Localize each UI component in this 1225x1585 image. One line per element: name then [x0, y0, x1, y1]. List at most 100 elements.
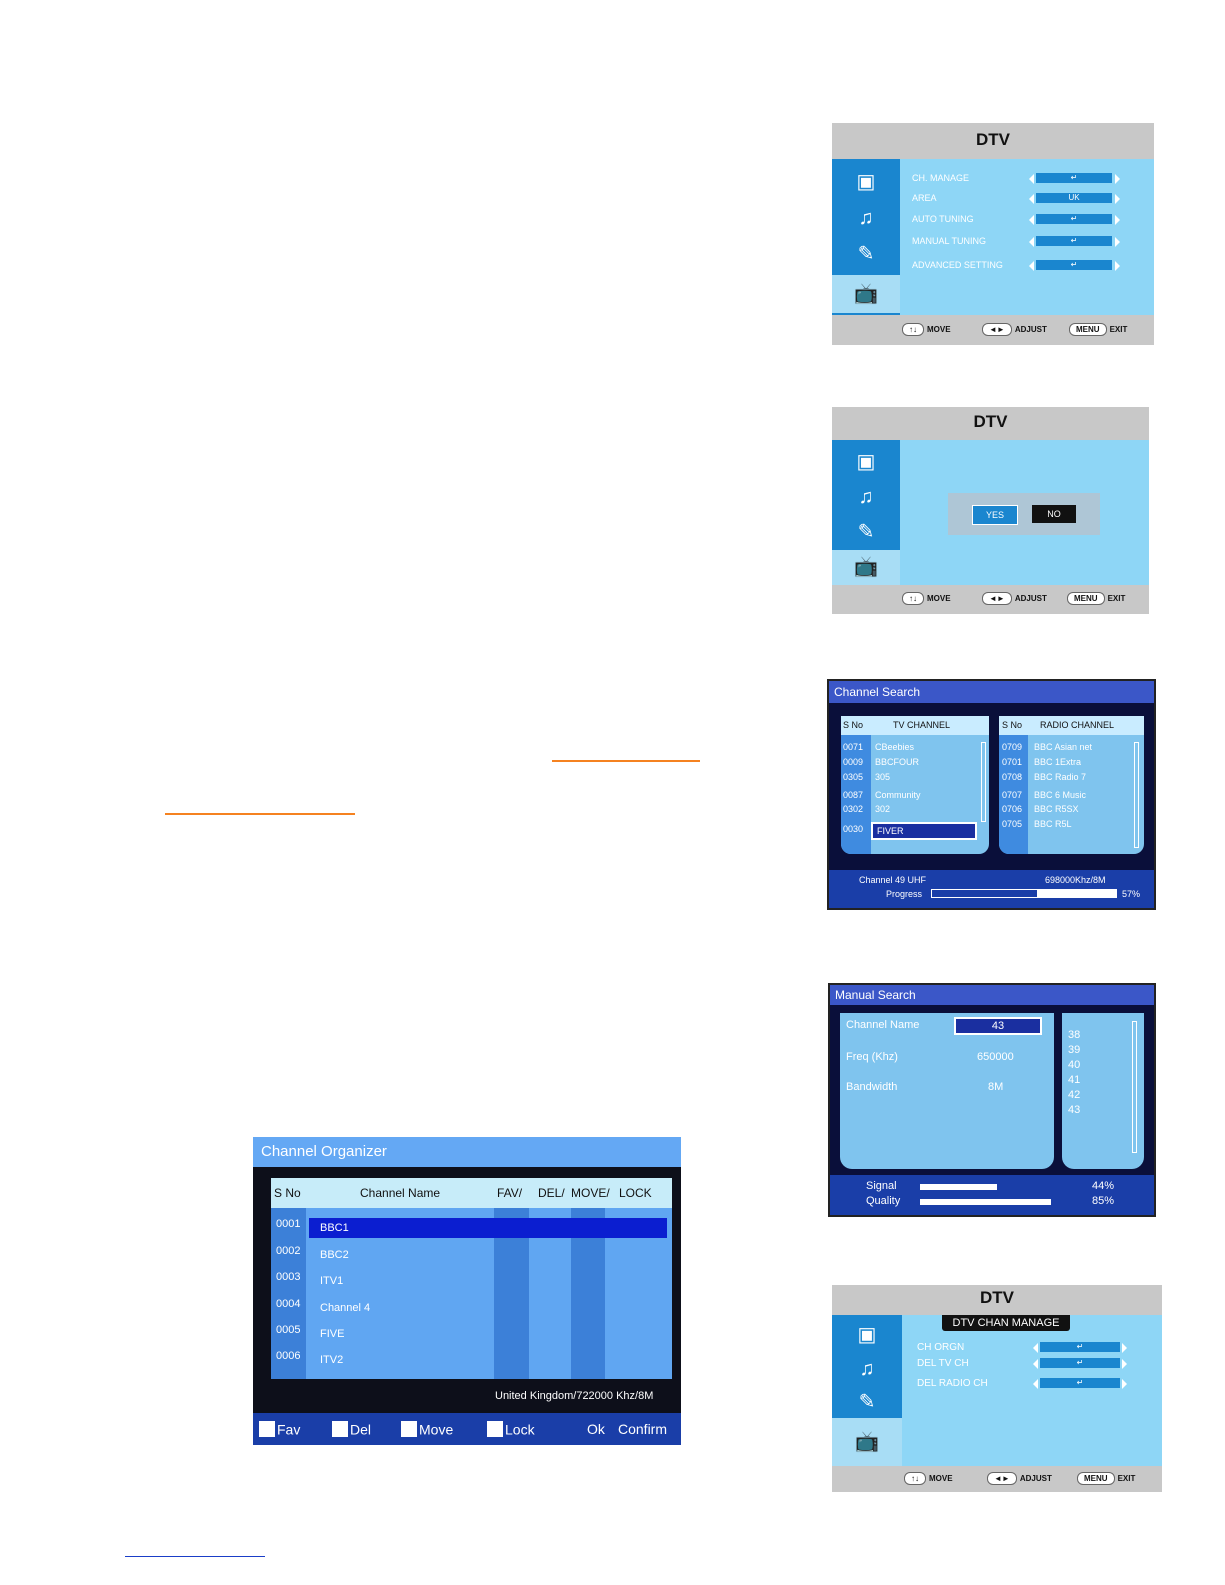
menu-item-value: ↵	[1036, 214, 1112, 224]
manual-search-screen: Manual Search Channel Name 43 Freq (Khz)…	[828, 983, 1156, 1217]
left-arrow-icon[interactable]	[1033, 1359, 1038, 1369]
menu-item-del-tv-ch[interactable]: DEL TV CH ↵	[917, 1358, 1157, 1370]
list-item[interactable]: 39	[1068, 1044, 1081, 1056]
move-hint: ↑↓MOVE	[902, 323, 951, 336]
progress-bar-fill	[932, 890, 1037, 897]
ok-button[interactable]: Ok	[587, 1421, 605, 1437]
manual-search-form: Channel Name 43 Freq (Khz) 650000 Bandwi…	[840, 1013, 1054, 1169]
move-button[interactable]: Move	[401, 1420, 453, 1438]
fav-button[interactable]: Fav	[259, 1420, 300, 1438]
menu-item-value: UK	[1036, 193, 1112, 203]
adjust-hint: ◄►ADJUST	[982, 323, 1047, 336]
signal-bar	[920, 1184, 1060, 1190]
col-channel-name: Channel Name	[360, 1186, 441, 1200]
adjust-hint: ◄►ADJUST	[987, 1472, 1052, 1485]
channel-name-label: Channel Name	[846, 1019, 920, 1031]
screen-title: Channel Search	[829, 681, 1154, 703]
menu-item-value: ↵	[1040, 1358, 1120, 1368]
sidebar: ▣ ♫ ✎ 📺	[832, 1315, 902, 1466]
scrollbar[interactable]	[981, 742, 986, 822]
freq-value[interactable]: 650000	[977, 1051, 1014, 1063]
menu-item-label: CH ORGN	[917, 1342, 965, 1353]
right-arrow-icon[interactable]	[1122, 1359, 1127, 1369]
sidebar: ▣ ♫ ✎ 📺	[832, 159, 900, 315]
menu-item-ch-manage[interactable]: CH. MANAGE ↵	[912, 173, 1152, 185]
radio-channel-header: RADIO CHANNEL	[1040, 720, 1115, 730]
menu-title: DTV	[980, 1288, 1014, 1307]
quality-percent: 85%	[1092, 1195, 1115, 1207]
list-item[interactable]: 38	[1068, 1029, 1081, 1041]
tv-icon[interactable]: 📺	[832, 275, 900, 313]
right-arrow-icon[interactable]	[1115, 215, 1120, 225]
picture-icon[interactable]: ▣	[856, 451, 876, 473]
list-item[interactable]: 42	[1068, 1089, 1081, 1101]
left-arrow-icon[interactable]	[1029, 237, 1034, 247]
quality-bar	[920, 1199, 1075, 1205]
left-arrow-icon[interactable]	[1029, 174, 1034, 184]
left-arrow-icon[interactable]	[1033, 1343, 1038, 1353]
move-hint: ↑↓MOVE	[902, 592, 951, 605]
menu-item-label: ADVANCED SETTING	[912, 260, 1003, 270]
menu-item-del-radio-ch[interactable]: DEL RADIO CH ↵	[917, 1378, 1157, 1390]
right-arrow-icon[interactable]	[1122, 1379, 1127, 1389]
channel-number-list: 38 39 40 41 42 43	[1062, 1013, 1144, 1169]
list-item[interactable]: 41	[1068, 1074, 1081, 1086]
scrollbar[interactable]	[1134, 742, 1139, 848]
music-icon[interactable]: ♫	[859, 1358, 875, 1380]
right-arrow-icon[interactable]	[1115, 261, 1120, 271]
del-button[interactable]: Del	[332, 1420, 371, 1438]
left-arrow-icon[interactable]	[1029, 261, 1034, 271]
menu-item-label: DEL TV CH	[917, 1358, 969, 1369]
menu-item-value: ↵	[1040, 1378, 1120, 1388]
menu-body: YES NO	[900, 440, 1149, 585]
col-del: DEL/	[538, 1186, 565, 1200]
picture-icon[interactable]: ▣	[856, 171, 876, 193]
right-arrow-icon[interactable]	[1122, 1343, 1127, 1353]
music-icon[interactable]: ♫	[858, 486, 874, 508]
menu-item-auto-tuning[interactable]: AUTO TUNING ↵	[912, 214, 1152, 226]
right-arrow-icon[interactable]	[1115, 237, 1120, 247]
picture-icon[interactable]: ▣	[857, 1324, 877, 1346]
right-arrow-icon[interactable]	[1115, 194, 1120, 204]
tv-header: S No TV CHANNEL	[841, 716, 989, 735]
menu-item-advanced-setting[interactable]: ADVANCED SETTING ↵	[912, 260, 1152, 272]
list-item[interactable]: 43	[1068, 1104, 1081, 1116]
channel-name-field[interactable]: 43	[954, 1017, 1042, 1035]
left-arrow-icon[interactable]	[1029, 194, 1034, 204]
menu-item-manual-tuning[interactable]: MANUAL TUNING ↵	[912, 236, 1152, 248]
lock-button[interactable]: Lock	[487, 1420, 535, 1438]
tv-icon[interactable]: 📺	[832, 1418, 902, 1466]
setup-icon[interactable]: ✎	[857, 243, 875, 265]
scrollbar[interactable]	[1132, 1021, 1137, 1153]
freq-label: Freq (Khz)	[846, 1051, 898, 1063]
list-item[interactable]: 40	[1068, 1059, 1081, 1071]
confirm-label: Confirm	[618, 1421, 668, 1437]
music-icon[interactable]: ♫	[858, 207, 874, 229]
menu-item-area[interactable]: AREA UK	[912, 193, 1152, 205]
submenu-title: DTV CHAN MANAGE	[942, 1315, 1070, 1331]
yes-button[interactable]: YES	[972, 505, 1018, 525]
tv-icon[interactable]: 📺	[832, 550, 900, 585]
signal-status-bar: Signal 44% Quality 85%	[830, 1175, 1154, 1215]
channel-organizer-screen: Channel Organizer S No Channel Name FAV/…	[253, 1137, 681, 1445]
no-button[interactable]: NO	[1032, 505, 1076, 523]
left-arrow-icon[interactable]	[1029, 215, 1034, 225]
right-arrow-icon[interactable]	[1115, 174, 1120, 184]
left-arrow-icon[interactable]	[1033, 1379, 1038, 1389]
menu-item-label: MANUAL TUNING	[912, 236, 987, 246]
table-header: S No Channel Name FAV/ DEL/ MOVE/ LOCK	[271, 1178, 672, 1208]
setup-icon[interactable]: ✎	[857, 521, 875, 543]
bandwidth-value[interactable]: 8M	[988, 1081, 1004, 1093]
setup-icon[interactable]: ✎	[858, 1391, 876, 1413]
menu-item-ch-orgn[interactable]: CH ORGN ↵	[917, 1342, 1157, 1354]
